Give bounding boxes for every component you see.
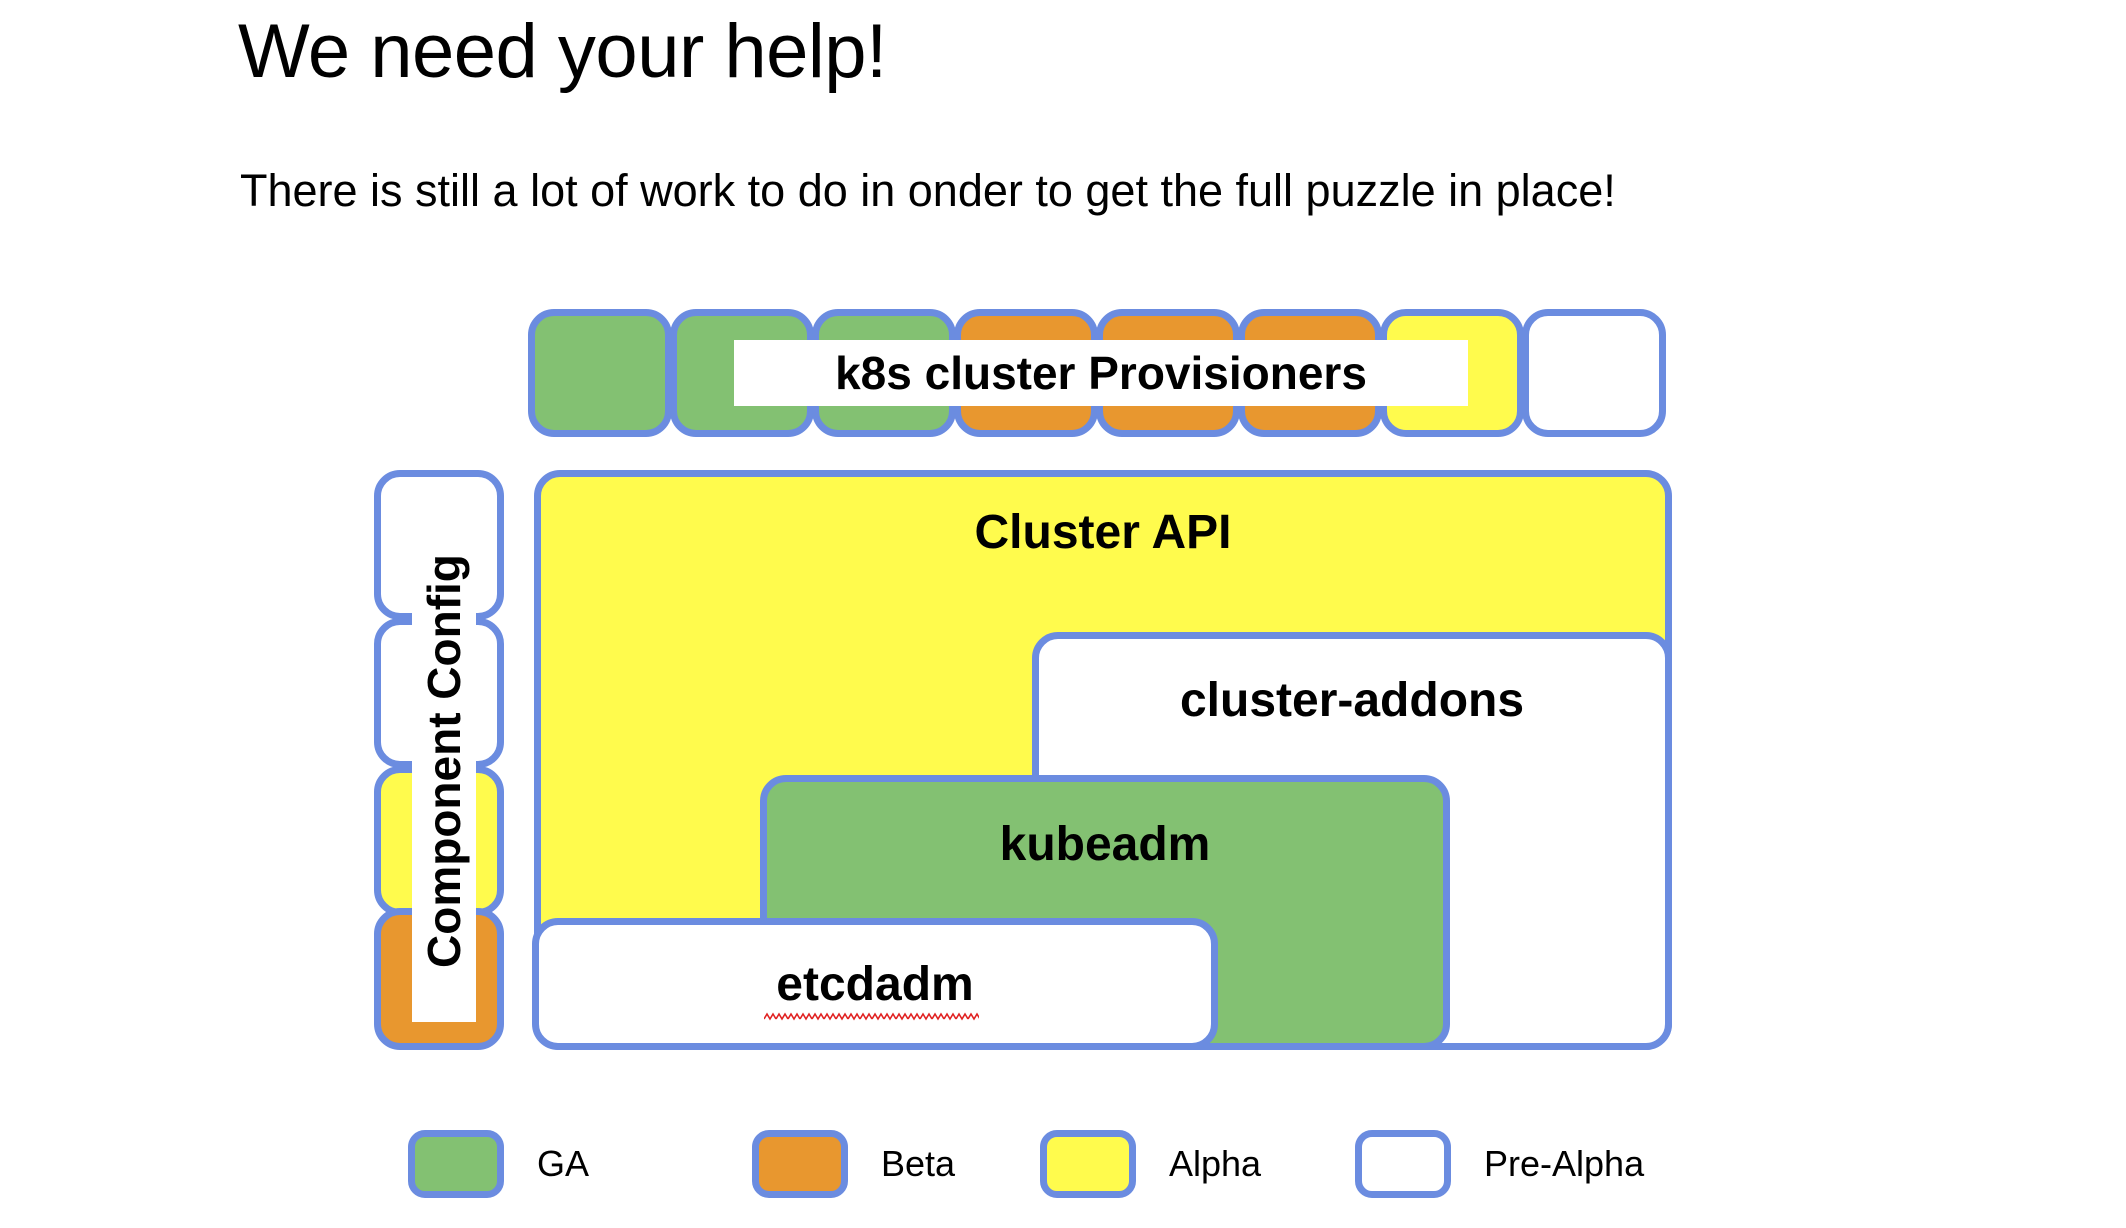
- provisioner-tile-1[interactable]: [528, 309, 672, 437]
- layer-kubeadm-label: kubeadm: [999, 818, 1211, 871]
- legend-label-ga: GA: [537, 1143, 590, 1184]
- legend-label-beta: Beta: [881, 1143, 956, 1184]
- legend-item-ga: GA: [408, 1118, 589, 1210]
- layer-cluster-addons-label: cluster-addons: [1179, 674, 1525, 727]
- legend-swatch-beta: [752, 1130, 848, 1198]
- legend-label-alpha: Alpha: [1169, 1143, 1262, 1184]
- legend: GA Beta Alpha Pre-Alpha: [0, 1118, 2126, 1210]
- legend-label-prealpha: Pre-Alpha: [1484, 1143, 1645, 1184]
- legend-item-alpha: Alpha: [1040, 1118, 1261, 1210]
- layer-etcdadm[interactable]: [532, 918, 1218, 1050]
- layer-cluster-api-label: Cluster API: [974, 506, 1232, 559]
- legend-swatch-ga: [408, 1130, 504, 1198]
- page-subtitle: There is still a lot of work to do in on…: [240, 165, 1616, 216]
- legend-item-beta: Beta: [752, 1118, 955, 1210]
- page-title: We need your help!: [238, 9, 887, 94]
- legend-item-prealpha: Pre-Alpha: [1355, 1118, 1644, 1210]
- layer-etcdadm-label: etcdadm: [776, 958, 974, 1011]
- provisioner-row-label: k8s cluster Provisioners: [734, 340, 1468, 406]
- provisioner-tile-8[interactable]: [1522, 309, 1666, 437]
- legend-swatch-alpha: [1040, 1130, 1136, 1198]
- component-config-label: Component Config: [412, 500, 476, 1022]
- spellcheck-underline-icon: [764, 1012, 979, 1021]
- legend-swatch-prealpha: [1355, 1130, 1451, 1198]
